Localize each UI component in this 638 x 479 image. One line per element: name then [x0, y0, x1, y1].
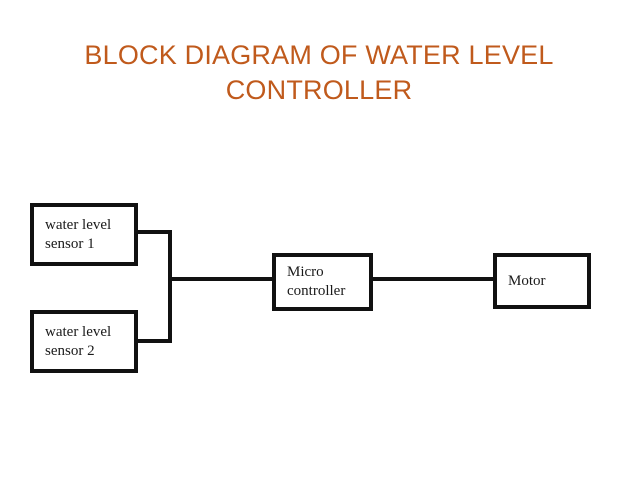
- wire-sensor1-to-bracket: [136, 230, 172, 234]
- page-title: BLOCK DIAGRAM OF WATER LEVEL CONTROLLER: [84, 40, 554, 105]
- block-micro-controller: Micro controller: [272, 253, 373, 311]
- block-label-sensor1: water level sensor 1: [45, 216, 112, 252]
- wire-controller-to-motor: [370, 277, 497, 281]
- block-water-level-sensor-2: water level sensor 2: [30, 310, 138, 373]
- wire-bracket-to-controller: [168, 277, 276, 281]
- block-label-motor: Motor: [508, 272, 546, 289]
- block-motor: Motor: [493, 253, 591, 309]
- wire-sensor2-to-bracket: [136, 339, 172, 343]
- block-label-controller: Micro controller: [287, 264, 346, 299]
- block-label-sensor2: water level sensor 2: [45, 323, 112, 359]
- wire-bracket-spine: [168, 230, 172, 343]
- block-water-level-sensor-1: water level sensor 1: [30, 203, 138, 266]
